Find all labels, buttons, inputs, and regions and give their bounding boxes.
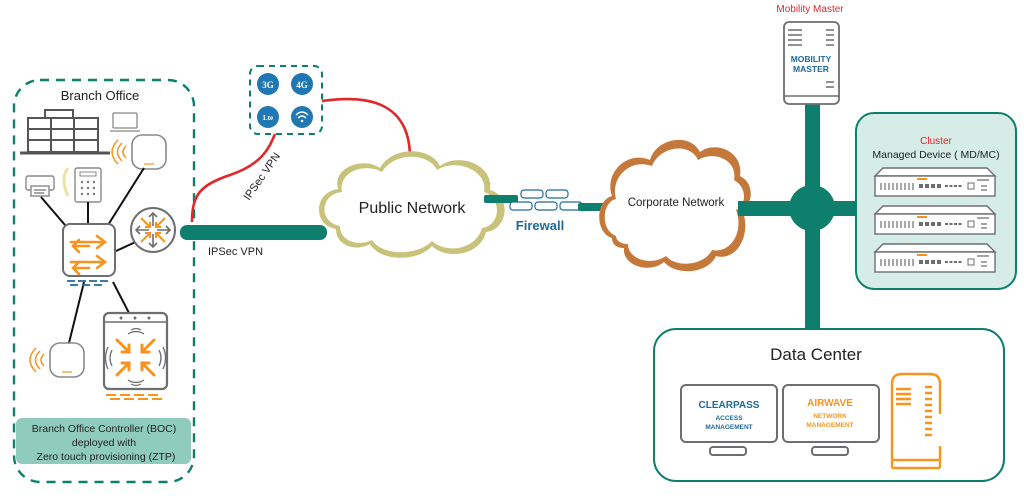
cellular-to-public-link (321, 97, 412, 159)
data-center-title: Data Center (770, 345, 862, 364)
3g-badge-icon: 3G (257, 73, 279, 95)
corporate-network-label: Corporate Network (628, 197, 725, 209)
cluster-group: Cluster Managed Device ( MD/MC) (855, 112, 1017, 290)
cluster-subtitle: Managed Device ( MD/MC) (872, 149, 999, 161)
public-network-label: Public Network (359, 200, 467, 217)
mobility-master-device-line2: MASTER (793, 64, 829, 74)
switch-icon (62, 223, 116, 286)
ipsec-vpn-wired-link (180, 225, 327, 240)
boc-caption-line1: Branch Office Controller (BOC) (32, 423, 177, 435)
mobility-master-title: Mobility Master (776, 4, 844, 15)
cellular-uplink-group: 3G 4G Lte (249, 65, 323, 135)
hub-node (789, 185, 835, 231)
data-center-server-icon (890, 372, 942, 470)
branch-office-title: Branch Office (61, 88, 140, 103)
wifi-badge-icon (291, 106, 313, 128)
airwave-name: AIRWAVE (807, 398, 853, 409)
public-to-firewall-link (484, 195, 518, 203)
cluster-title: Cluster (920, 136, 952, 147)
airwave-line2: MANAGEMENT (806, 422, 853, 429)
mobility-master-device-line1: MOBILITY (791, 54, 832, 64)
printer-icon (25, 175, 55, 197)
wifi-signal-icon (29, 347, 45, 373)
ipsec-vpn-cellular-link (190, 133, 277, 223)
boc-caption-line3: Zero touch provisioning (ZTP) (37, 451, 176, 463)
managed-device-icon (874, 167, 996, 197)
boc-caption-line2: deployed with (72, 437, 136, 449)
ipsec-vpn-wired-label: IPSec VPN (208, 246, 263, 258)
corporate-network-cloud: Corporate Network (599, 139, 751, 272)
building-icon (20, 109, 110, 155)
airwave-monitor-icon: AIRWAVE NETWORK MANAGEMENT (782, 384, 880, 456)
mobility-master-server-icon: MOBILITY MASTER (783, 21, 840, 105)
firewall-icon (509, 189, 583, 211)
boc-caption-box (16, 418, 191, 464)
access-point-icon (131, 134, 167, 170)
laptop-icon (110, 112, 140, 132)
firewall-label: Firewall (516, 218, 564, 233)
svg-text:4G: 4G (296, 80, 308, 90)
svg-text:3G: 3G (262, 80, 274, 90)
branch-office-boundary (12, 78, 196, 484)
branch-office-controller-icon (102, 311, 169, 400)
firewall-group: Firewall (484, 189, 612, 233)
router-icon (130, 207, 176, 253)
lte-badge-icon: Lte (257, 106, 279, 128)
desk-phone-icon (62, 167, 102, 203)
clearpass-line2: MANAGEMENT (705, 424, 752, 431)
airwave-line1: NETWORK (813, 413, 847, 420)
wifi-signal-icon (111, 139, 127, 165)
clearpass-monitor-icon: CLEARPASS ACCESS MANAGEMENT (680, 384, 778, 456)
clearpass-line1: ACCESS (715, 415, 743, 422)
ipsec-vpn-cellular-label: IPSec VPN (242, 151, 283, 203)
public-network-cloud: Public Network (318, 151, 505, 258)
backbone-hub (738, 96, 862, 332)
access-point-icon (49, 342, 85, 378)
data-center-group: Data Center CLEARPASS ACCESS MANAGEMENT … (653, 328, 1005, 482)
branch-office-group: Branch Office (12, 78, 196, 484)
managed-device-icon (874, 243, 996, 273)
mobility-master-group: Mobility Master MOBILITY MASTER (776, 4, 844, 105)
managed-device-icon (874, 205, 996, 235)
clearpass-name: CLEARPASS (699, 400, 760, 411)
svg-text:Lte: Lte (263, 114, 273, 122)
4g-badge-icon: 4G (291, 73, 313, 95)
